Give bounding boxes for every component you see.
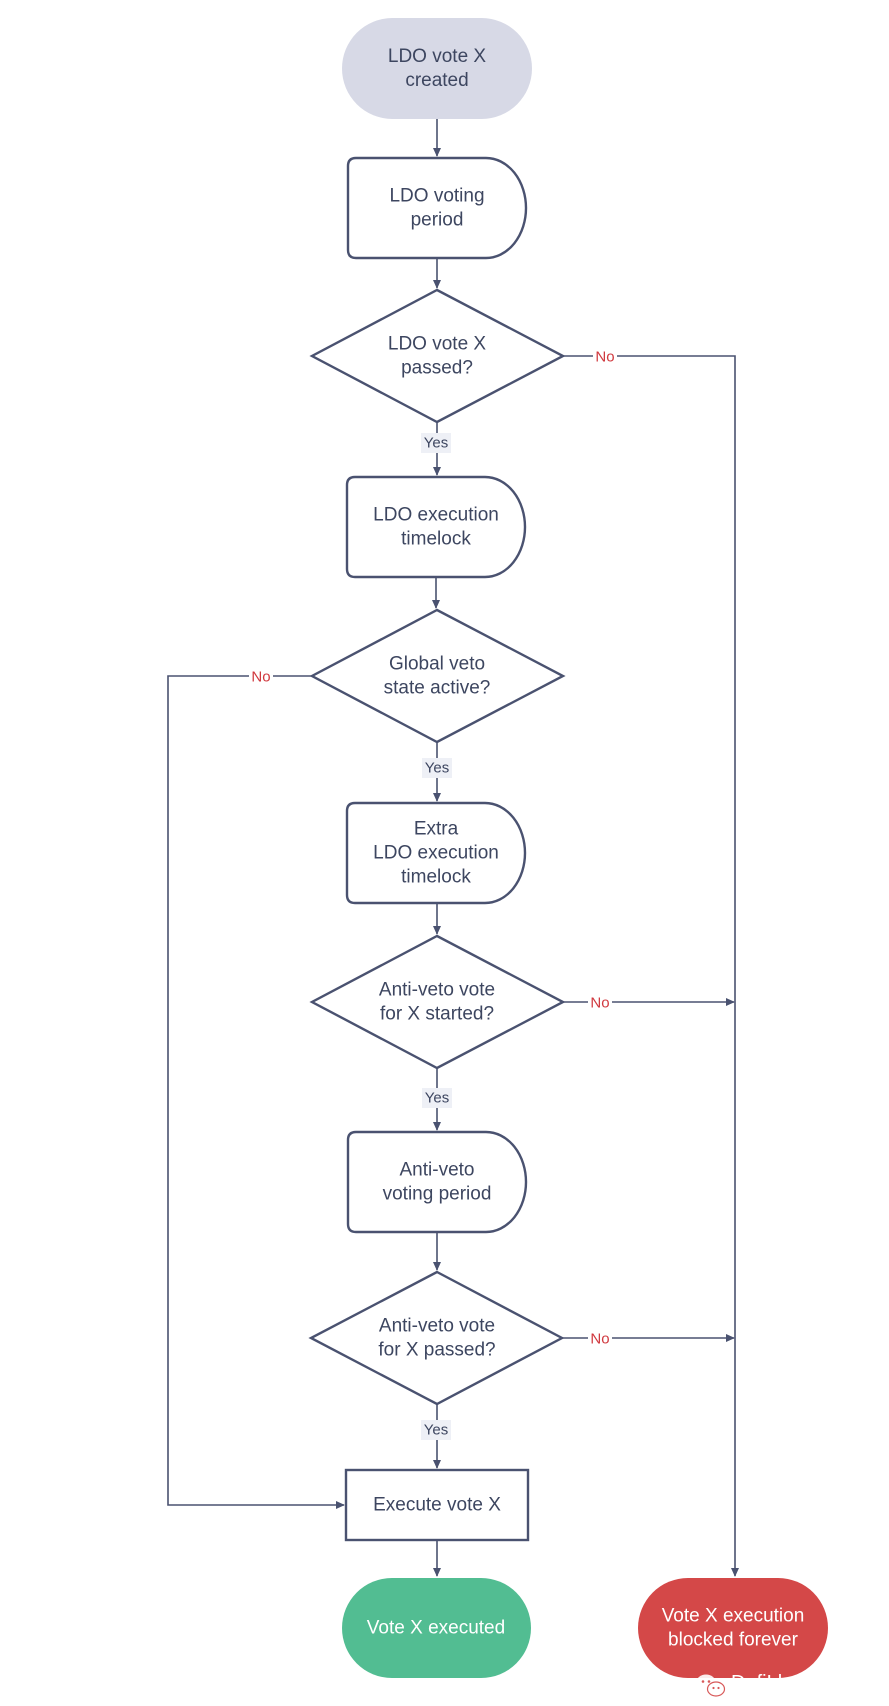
extra-timelock-line-1: Extra [414,819,459,840]
yes-label-antiveto-passed: Yes [421,1420,451,1440]
start-terminal [342,18,532,119]
execute-label: Execute vote X [373,1495,501,1516]
node-texts: LDO vote X created LDO voting period LDO v… [367,46,805,1651]
edge-label-text: Yes [425,1090,449,1107]
ldo-voting-period-line-1: LDO voting [389,186,484,207]
extra-timelock-line-3: timelock [401,867,471,888]
ldo-execution-timelock-label: LDO execution timelock [373,505,499,550]
ldo-voting-period-label: LDO voting period [389,186,484,231]
ldo-vote-passed-line-2: passed? [401,358,473,379]
edge-labels: Yes No Yes No Yes No Yes No [249,347,617,1440]
start-line-1: LDO vote X [388,46,487,67]
yes-label-global-veto: Yes [422,758,452,778]
yes-label-vote-passed: Yes [421,433,451,453]
ldo-voting-period-line-2: period [411,210,464,231]
start-label: LDO vote X created [388,46,487,91]
edge-label-text: No [595,349,614,366]
yes-label-antiveto-started: Yes [422,1088,452,1108]
ldo-execution-timelock-delay [345,475,527,579]
edge-label-bg [588,993,612,1013]
ldo-execution-timelock-line-1: LDO execution [373,505,499,526]
global-veto-active-line-1: Global veto [389,654,485,675]
execute-vote-process [344,1468,530,1542]
start-line-2: created [405,70,468,91]
antiveto-voting-period-line-1: Anti-veto [400,1160,475,1181]
watermark-text: DefiLlama 24 [731,1672,849,1694]
edge-label-text: No [590,1331,609,1348]
executed-terminal [342,1578,531,1678]
antiveto-passed-decision [308,1270,565,1406]
global-veto-active-decision [309,608,566,744]
antiveto-passed-label: Anti-veto vote for X passed? [378,1316,495,1361]
antiveto-passed-line-1: Anti-veto vote [379,1316,495,1337]
no-label-antiveto-passed: No [588,1329,612,1349]
antiveto-voting-period-delay [346,1130,528,1234]
ldo-voting-period-delay [346,156,528,260]
edge-label-bg [422,1088,452,1108]
antiveto-voting-period-label: Anti-veto voting period [383,1160,492,1205]
edge-label-text: No [590,995,609,1012]
executed-line-1: Vote X executed [367,1618,505,1639]
no-label-antiveto-started: No [588,993,612,1013]
blocked-label: Vote X execution blocked forever [662,1606,805,1651]
edge-label-bg [422,758,452,778]
antiveto-started-decision [309,934,566,1070]
edge-label-bg [588,1329,612,1349]
connector-vote-passed-no [563,355,740,1577]
watermark: DefiLlama 24 [696,1672,849,1697]
global-veto-active-line-2: state active? [384,678,491,699]
edge-label-bg [421,433,451,453]
blocked-line-1: Vote X execution [662,1606,805,1627]
no-label-global-veto: No [249,667,273,687]
blocked-line-2: blocked forever [668,1630,799,1651]
connectors [167,119,740,1577]
ldo-vote-passed-decision [309,288,566,424]
ldo-execution-timelock-line-2: timelock [401,529,471,550]
edge-label-text: Yes [424,1422,448,1439]
antiveto-started-label: Anti-veto vote for X started? [379,980,495,1025]
edge-label-bg [249,667,273,687]
extra-ldo-execution-timelock-delay [345,801,527,905]
antiveto-voting-period-line-2: voting period [383,1184,492,1205]
edge-label-text: Yes [425,760,449,777]
antiveto-started-line-1: Anti-veto vote [379,980,495,1001]
ldo-vote-passed-label: LDO vote X passed? [388,334,487,379]
no-label-vote-passed: No [593,347,617,367]
extra-timelock-line-2: LDO execution [373,843,499,864]
connector-global-veto-no [167,675,345,1510]
blocked-terminal [638,1578,828,1678]
antiveto-passed-line-2: for X passed? [378,1340,495,1361]
antiveto-started-line-2: for X started? [380,1004,494,1025]
edge-label-bg [593,347,617,367]
edge-label-text: Yes [424,435,448,452]
wechat-icon [696,1674,726,1697]
shapes [308,18,828,1678]
executed-label: Vote X executed [367,1618,505,1639]
global-veto-active-label: Global veto state active? [384,654,491,699]
ldo-vote-passed-line-1: LDO vote X [388,334,487,355]
edge-label-bg [421,1420,451,1440]
edge-label-text: No [251,669,270,686]
execute-line-1: Execute vote X [373,1495,501,1516]
